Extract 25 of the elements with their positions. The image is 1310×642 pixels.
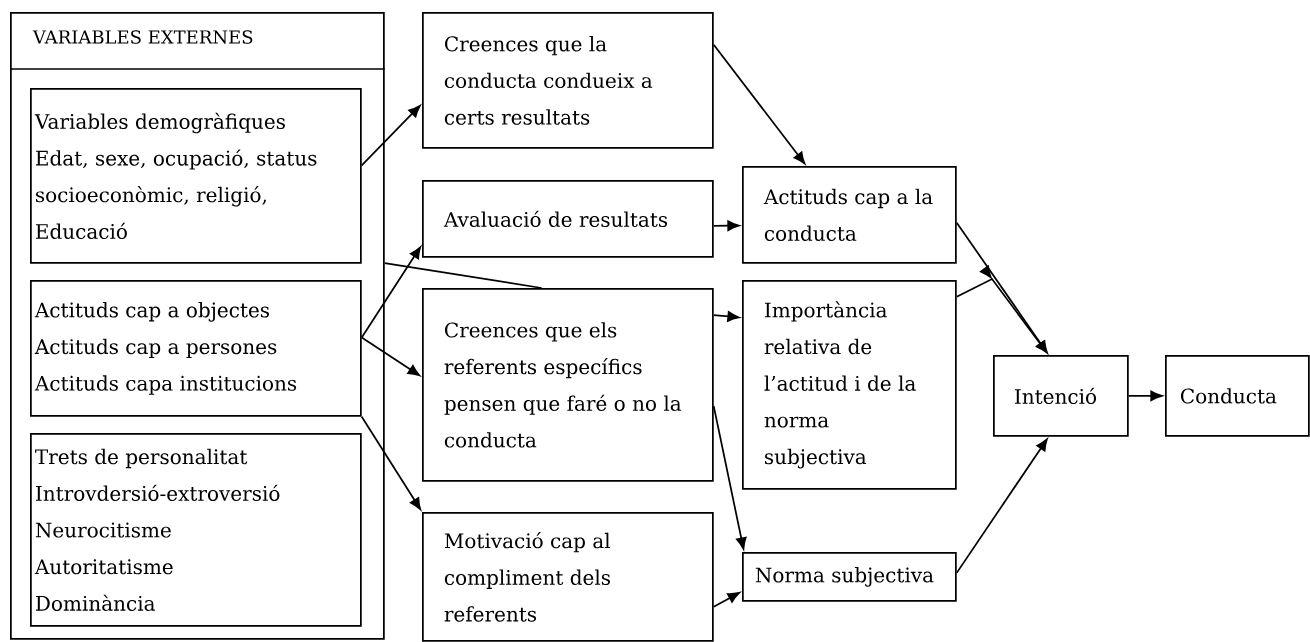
arrow (360, 415, 422, 511)
process-box: Trets de personalitat Introvdersió-extroversió Neurocitisme Autoritatisme Dominància (30, 433, 362, 627)
arrow (712, 220, 740, 232)
connector-line (383, 262, 543, 289)
arrow (360, 105, 421, 167)
arrow (712, 592, 740, 608)
process-box: Creences que la conducta condueix a certs resultats (422, 12, 714, 149)
process-box: Creences que els referents específics pensen que faré o no la conducta (422, 288, 714, 482)
arrow (712, 43, 806, 165)
process-box: Avaluació de resultats (422, 180, 714, 258)
process-box: Norma subjectiva (742, 552, 957, 602)
arrow (712, 311, 740, 322)
arrow (360, 246, 422, 339)
process-box: Intenció (993, 355, 1129, 437)
process-box: Motivació cap al compliment dels referents (422, 512, 714, 642)
arrow (1127, 390, 1163, 402)
arrow (955, 438, 1048, 574)
arrow (360, 336, 421, 377)
arrow (955, 265, 1048, 354)
process-box: Conducta (1165, 355, 1310, 437)
process-box: Variables demogràfiques Edat, sexe, ocupació, status socioeconòmic, religió, Educació (30, 88, 362, 264)
arrow (712, 405, 747, 550)
process-box: Actituds cap a la conducta (742, 166, 957, 264)
process-box: Actituds cap a objectes Actituds cap a persones Actituds capa institucions (30, 280, 362, 417)
process-box: Importància relativa de l’actitud i de la norma subjectiva (742, 280, 957, 490)
